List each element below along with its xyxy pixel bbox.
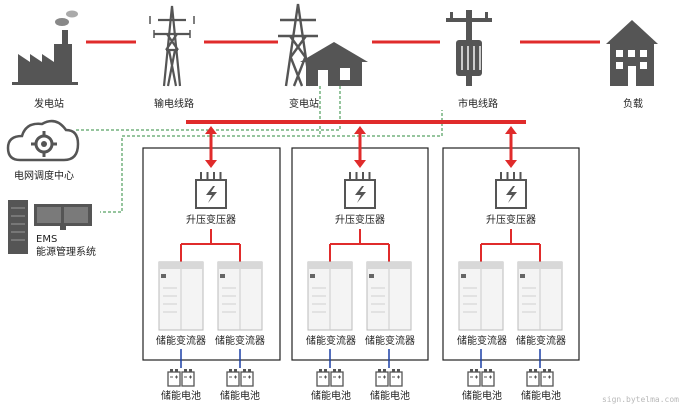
label-pcs-2a: 储能变流器: [306, 336, 356, 347]
pcs-connector-2: [329, 229, 390, 262]
transformer-icon: [195, 172, 227, 209]
label-transformer-1: 升压变压器: [186, 215, 236, 226]
label-battery-1b: 储能电池: [220, 391, 260, 402]
transformer-icon: [495, 172, 527, 209]
label-battery-2a: 储能电池: [311, 391, 351, 402]
label-pcs-3a: 储能变流器: [457, 336, 507, 347]
label-battery-3a: 储能电池: [462, 391, 502, 402]
label-pcs-1a: 储能变流器: [156, 336, 206, 347]
building-icon: [606, 20, 658, 86]
label-transformer-2: 升压变压器: [335, 215, 385, 226]
pcs-cabinet-icon: [458, 261, 504, 331]
pcs-cabinet-icon: [517, 261, 563, 331]
label-pcs-1b: 储能变流器: [215, 336, 265, 347]
pcs-cabinet-icon: [366, 261, 412, 331]
battery-icon: [226, 369, 254, 387]
pcs-cabinet-icon: [307, 261, 353, 331]
label-city-line: 市电线路: [458, 99, 498, 110]
transmission-tower-icon: [149, 5, 195, 87]
control-lines: [74, 86, 443, 213]
pcs-connector-1: [180, 229, 241, 262]
server-rack-icon: [8, 200, 92, 254]
battery-icon: [316, 369, 344, 387]
cloud-gear-icon: [6, 119, 80, 162]
watermark: sign.bytelma.com: [601, 395, 679, 404]
pcs-cabinet-icon: [217, 261, 263, 331]
battery-icon: [467, 369, 495, 387]
storage-unit-2: [307, 126, 412, 387]
pcs-connector-3: [480, 229, 541, 262]
label-ems: EMS: [36, 234, 58, 245]
bus-arrow-3: [505, 126, 517, 168]
battery-icon: [375, 369, 403, 387]
pcs-cabinet-icon: [158, 261, 204, 331]
label-power-plant: 发电站: [34, 99, 64, 110]
label-battery-2b: 储能电池: [370, 391, 410, 402]
bus-arrow-2: [354, 126, 366, 168]
label-load: 负载: [623, 99, 643, 110]
label-substation: 变电站: [289, 99, 319, 110]
units-layer: [158, 126, 563, 387]
bus-arrow-1: [205, 126, 217, 168]
label-transmission-line: 输电线路: [154, 99, 194, 110]
main-bus: [186, 120, 526, 124]
utility-pole-icon: [446, 10, 492, 86]
transformer-icon: [344, 172, 376, 209]
label-pcs-3b: 储能变流器: [516, 336, 566, 347]
label-dispatch-center: 电网调度中心: [14, 171, 74, 182]
substation-icon: [278, 3, 368, 87]
label-battery-3b: 储能电池: [521, 391, 561, 402]
storage-unit-3: [458, 126, 563, 387]
label-ems-subtitle: 能源管理系统: [36, 247, 96, 258]
battery-icon: [167, 369, 195, 387]
label-pcs-2b: 储能变流器: [365, 336, 415, 347]
battery-icon: [526, 369, 554, 387]
factory-icon: [12, 10, 78, 85]
label-transformer-3: 升压变压器: [486, 215, 536, 226]
storage-unit-1: [158, 126, 263, 387]
label-battery-1a: 储能电池: [161, 391, 201, 402]
